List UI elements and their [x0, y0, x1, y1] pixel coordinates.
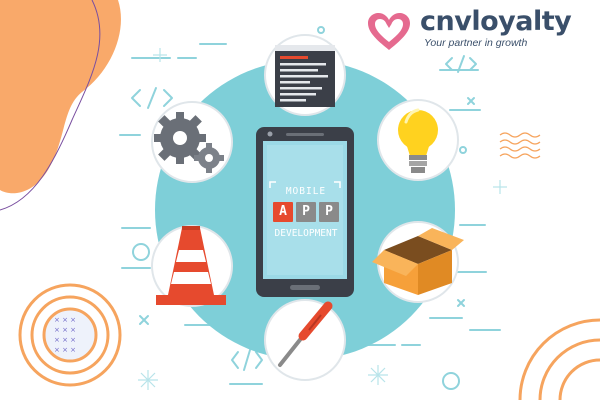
code-editor-icon [275, 45, 335, 107]
svg-text:× × ×: × × × [54, 336, 76, 344]
small-shapes-decoration [132, 26, 467, 390]
development-label: DEVELOPMENT [274, 228, 338, 239]
wavy-lines-decoration [499, 132, 541, 159]
orange-blob-decoration [0, 0, 121, 194]
app-letter-p1: P [296, 202, 316, 222]
arcs-decoration [518, 318, 600, 400]
code-tag-decoration [131, 55, 477, 371]
concentric-circles-decoration: × × × × × × × × × × × × [18, 283, 122, 387]
box-icon [372, 228, 464, 295]
lightbulb-icon [398, 108, 438, 173]
traffic-cone-icon [156, 226, 226, 305]
app-letter-p2: P [319, 202, 339, 222]
phone-screen-text: MOBILE A P P DEVELOPMENT [262, 170, 350, 260]
heart-icon [368, 13, 410, 50]
svg-text:× × ×: × × × [54, 326, 76, 334]
brand-name: cnvloyalty [420, 6, 572, 37]
sparkle-decoration [138, 48, 507, 390]
brand-logo[interactable]: cnvloyalty Your partner in growth [366, 6, 596, 52]
app-letters: A P P [270, 202, 342, 222]
brand-tagline: Your partner in growth [424, 37, 528, 49]
svg-text:× × ×: × × × [54, 316, 76, 324]
screwdriver-icon [278, 301, 333, 367]
gears-icon [154, 112, 224, 173]
x-marks-decoration [139, 97, 475, 325]
app-letter-a: A [273, 202, 293, 222]
purple-curve-decoration [0, 0, 101, 211]
svg-text:× × ×: × × × [54, 346, 76, 354]
mobile-label: MOBILE [285, 186, 327, 197]
